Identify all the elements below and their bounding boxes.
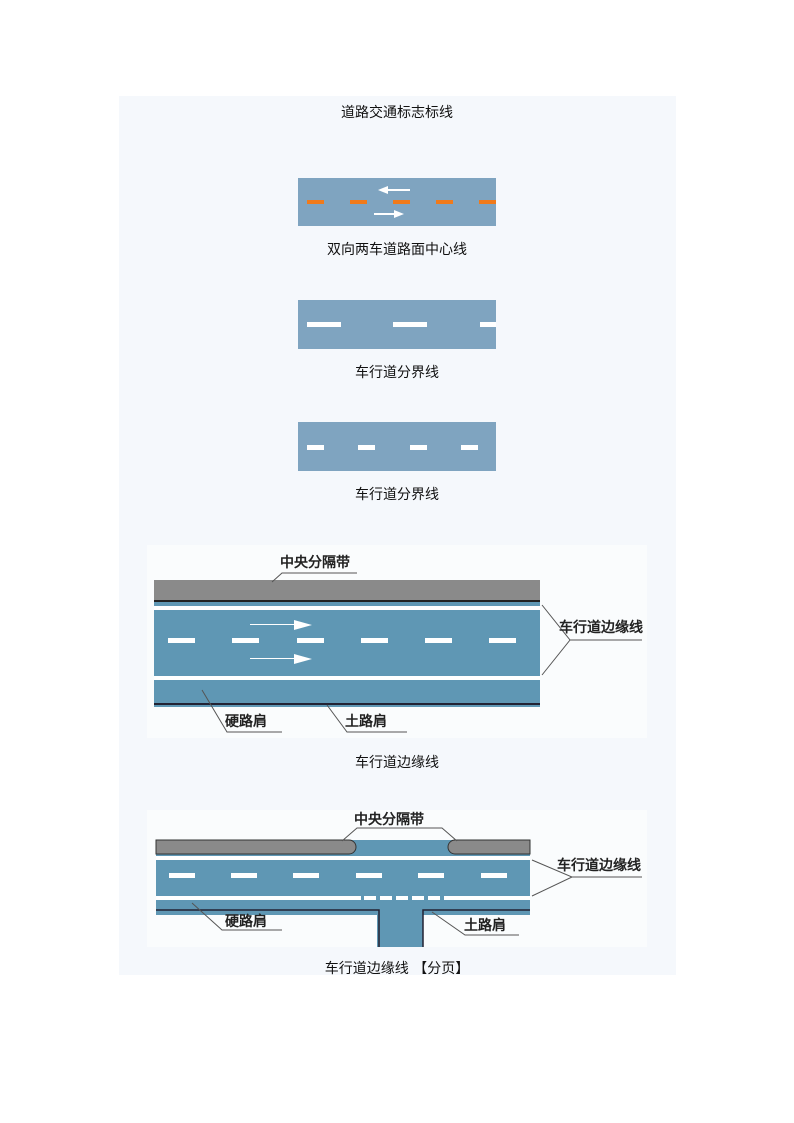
figure-caption: 车行道分界线	[355, 365, 439, 381]
page-title: 道路交通标志标线	[341, 105, 453, 121]
figure-caption: 双向两车道路面中心线	[327, 242, 467, 258]
figure-caption: 车行道分界线	[355, 487, 439, 503]
arrow-right-icon	[250, 654, 312, 664]
label-edge-line: 车行道边缘线	[559, 619, 643, 636]
label-edge-line: 车行道边缘线	[557, 857, 641, 874]
label-median: 中央分隔带	[280, 554, 350, 571]
label-soil-shoulder: 土路肩	[464, 917, 506, 934]
arrow-left-icon	[378, 186, 410, 194]
figure-lane-divider-long	[298, 300, 496, 349]
label-hard-shoulder: 硬路肩	[225, 913, 267, 930]
arrow-right-icon	[250, 620, 312, 630]
figure-caption: 车行道边缘线 【分页】	[324, 961, 470, 977]
figure-lane-divider-short	[298, 422, 496, 471]
label-soil-shoulder: 土路肩	[345, 713, 387, 730]
label-median: 中央分隔带	[354, 811, 424, 828]
figure-edge-line-intersection: 中央分隔带 车行道边缘线 硬路肩 土路肩	[147, 810, 647, 947]
arrow-right-icon	[374, 210, 404, 218]
figure-edge-line: 中央分隔带 车行道边缘线 硬路肩 土路肩	[147, 545, 647, 738]
figure-caption: 车行道边缘线	[355, 755, 439, 771]
label-hard-shoulder: 硬路肩	[225, 713, 267, 730]
figure-center-line	[298, 178, 496, 226]
